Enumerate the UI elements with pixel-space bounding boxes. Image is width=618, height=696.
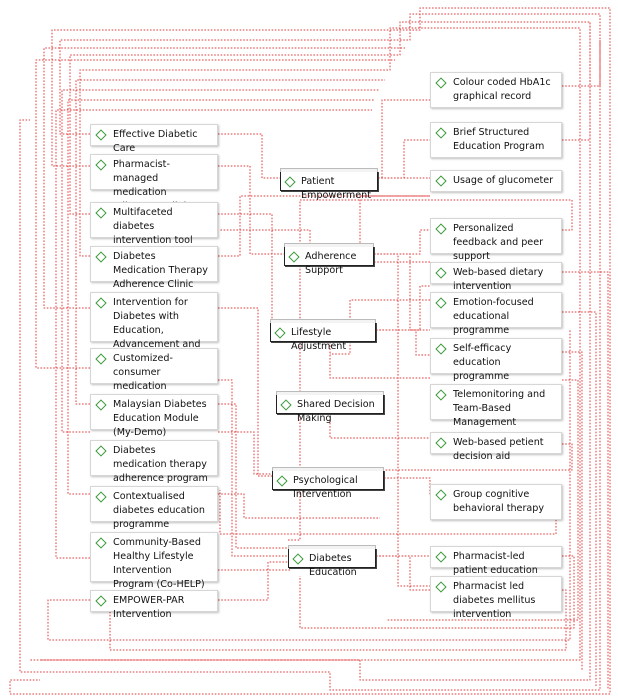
intervention-node-left: Contextualised diabetes education progra… (90, 486, 218, 530)
intervention-label: Telemonitoring and Team-Based Management (453, 389, 546, 428)
intervention-label: Personalized feedback and peer support (453, 223, 544, 262)
intervention-node-left: Community-Based Healthy Lifestyle Interv… (90, 532, 218, 590)
intervention-label: Colour coded HbA1c graphical record (453, 77, 551, 102)
intervention-label: Pharmacist-led patient education (453, 551, 538, 576)
intervention-node-left: Intervention for Diabetes with Education… (90, 292, 218, 364)
hub-label: Patient Empowerment (301, 176, 371, 201)
hub-label: Shared Decision Making (297, 399, 375, 424)
concept-icon (435, 437, 447, 449)
concept-icon (95, 251, 107, 263)
hub-label: Psychological Intervention (293, 475, 358, 500)
intervention-node-right: Self-efficacy education programme (430, 338, 562, 382)
intervention-node-left: Diabetes medication therapy adherence pr… (90, 440, 218, 484)
intervention-node-left: Effective Diabetic Care (90, 124, 218, 154)
hub-label: Adherence Support (305, 251, 357, 276)
concept-icon (280, 399, 292, 411)
intervention-label: Usage of glucometer (453, 175, 554, 186)
intervention-label: Community-Based Healthy Lifestyle Interv… (113, 537, 205, 590)
hub-psychological-intervention: Psychological Intervention (272, 467, 384, 500)
intervention-node-right: Personalized feedback and peer support (430, 218, 562, 262)
concept-icon (435, 343, 447, 355)
concept-icon (95, 207, 107, 219)
concept-icon (274, 327, 286, 339)
intervention-label: Brief Structured Education Program (453, 127, 545, 152)
intervention-label: Diabetes medication therapy adherence pr… (113, 445, 208, 484)
hub-patient-empowerment: Patient Empowerment (280, 168, 378, 201)
concept-icon (95, 353, 107, 365)
concept-icon (435, 297, 447, 309)
intervention-node-right: Colour coded HbA1c graphical record (430, 72, 562, 108)
intervention-node-right: Usage of glucometer (430, 170, 562, 192)
concept-icon (95, 445, 107, 457)
intervention-node-left: Pharmacist-managed medication adherence … (90, 154, 218, 212)
concept-icon (284, 176, 296, 188)
concept-icon (95, 159, 107, 171)
intervention-label: Web-based dietary intervention (453, 267, 544, 292)
intervention-node-right: Group cognitive behavioral therapy (430, 484, 562, 520)
intervention-label: Web-based petient decision aid (453, 437, 544, 462)
concept-icon (435, 551, 447, 563)
intervention-node-left: Customized-consumer medication informati… (90, 348, 218, 406)
intervention-label: Effective Diabetic Care (113, 129, 198, 154)
intervention-label: Malaysian Diabetes Education Module (My-… (113, 399, 207, 438)
hub-label: Diabetes Education (309, 553, 357, 578)
hub-label: Lifestyle Adjustment (291, 327, 347, 352)
intervention-node-right: Web-based petient decision aid (430, 432, 562, 462)
concept-icon (435, 223, 447, 235)
intervention-node-right: Emotion-focused educational programme (V… (430, 292, 562, 350)
hub-lifestyle-adjustment: Lifestyle Adjustment (270, 319, 376, 352)
intervention-label: Group cognitive behavioral therapy (453, 489, 545, 514)
concept-icon (435, 489, 447, 501)
intervention-label: EMPOWER-PAR Intervention (113, 595, 185, 620)
intervention-node-right: Web-based dietary intervention (430, 262, 562, 292)
intervention-node-left: EMPOWER-PAR Intervention (90, 590, 218, 620)
intervention-label: Contextualised diabetes education progra… (113, 491, 205, 530)
hub-diabetes-education: Diabetes Education (288, 545, 376, 578)
intervention-node-left: Diabetes Medication Therapy Adherence Cl… (90, 246, 218, 290)
hub-adherence-support: Adherence Support (284, 243, 374, 276)
intervention-label: Pharmacist led diabetes mellitus interve… (453, 581, 536, 620)
intervention-node-right: Pharmacist led diabetes mellitus interve… (430, 576, 562, 620)
concept-icon (95, 537, 107, 549)
intervention-label: Self-efficacy education programme (453, 343, 512, 382)
concept-icon (435, 175, 447, 187)
concept-icon (95, 297, 107, 309)
concept-icon (435, 127, 447, 139)
intervention-node-left: Multifaceted diabetes intervention tool … (90, 202, 218, 260)
concept-icon (95, 491, 107, 503)
concept-icon (435, 267, 447, 279)
concept-icon (292, 553, 304, 565)
intervention-label: Diabetes Medication Therapy Adherence Cl… (113, 251, 208, 290)
concept-icon (95, 129, 107, 141)
intervention-node-right: Brief Structured Education Program (430, 122, 562, 158)
concept-icon (276, 475, 288, 487)
intervention-node-left: Malaysian Diabetes Education Module (My-… (90, 394, 218, 438)
concept-icon (95, 595, 107, 607)
concept-icon (435, 77, 447, 89)
concept-icon (288, 251, 300, 263)
concept-icon (435, 581, 447, 593)
intervention-node-right: Pharmacist-led patient education (430, 546, 562, 576)
concept-icon (95, 399, 107, 411)
intervention-node-right: Telemonitoring and Team-Based Management (430, 384, 562, 428)
concept-icon (435, 389, 447, 401)
hub-shared-decision-making: Shared Decision Making (276, 391, 384, 424)
